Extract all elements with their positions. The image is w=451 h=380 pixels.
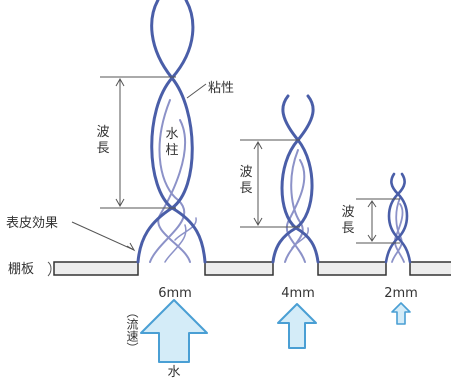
skin-effect-leader-line bbox=[71, 221, 136, 252]
up-arrow-icon bbox=[140, 299, 208, 363]
wavelength-label-medium: 長 bbox=[239, 181, 252, 196]
wavelength-dimension-large bbox=[100, 76, 176, 209]
hole-size-label: 4mm bbox=[281, 286, 315, 301]
shelf-board-leader-line bbox=[47, 261, 52, 277]
wavelength-dimension-medium bbox=[240, 139, 300, 228]
shelf-board-segment bbox=[204, 261, 274, 276]
water-column-medium bbox=[271, 94, 320, 264]
hole-size-label: 6mm bbox=[158, 286, 192, 301]
viscosity-label: 粘性 bbox=[208, 81, 234, 96]
shelf-board bbox=[53, 261, 451, 276]
wavelength-label-medium: 波 bbox=[239, 165, 252, 180]
water-column-label: 柱 bbox=[165, 143, 178, 158]
wavelength-label-small: 波 bbox=[341, 205, 354, 220]
shelf-board-label: 棚板 bbox=[8, 262, 34, 277]
water-column-label: 水 bbox=[165, 127, 178, 142]
hole-size-label: 2mm bbox=[384, 286, 418, 301]
flow-speed-label: （流速） bbox=[125, 306, 139, 354]
up-arrow-icon bbox=[277, 303, 317, 349]
skin-effect-label: 表皮効果 bbox=[6, 216, 58, 231]
wavelength-label-large: 波 bbox=[96, 125, 109, 140]
wavelength-label-large: 長 bbox=[96, 141, 109, 156]
shelf-board-segment bbox=[317, 261, 387, 276]
wavelength-label-small: 長 bbox=[341, 221, 354, 236]
shelf-board-segment bbox=[409, 261, 451, 276]
water-column-small bbox=[384, 172, 412, 264]
shelf-board-segment bbox=[53, 261, 139, 276]
wavelength-dimension-small bbox=[356, 198, 400, 244]
up-arrow-icon bbox=[391, 302, 411, 325]
water-label: 水 bbox=[167, 365, 180, 380]
water-column-large bbox=[136, 0, 207, 264]
viscosity-leader-line bbox=[186, 83, 207, 99]
